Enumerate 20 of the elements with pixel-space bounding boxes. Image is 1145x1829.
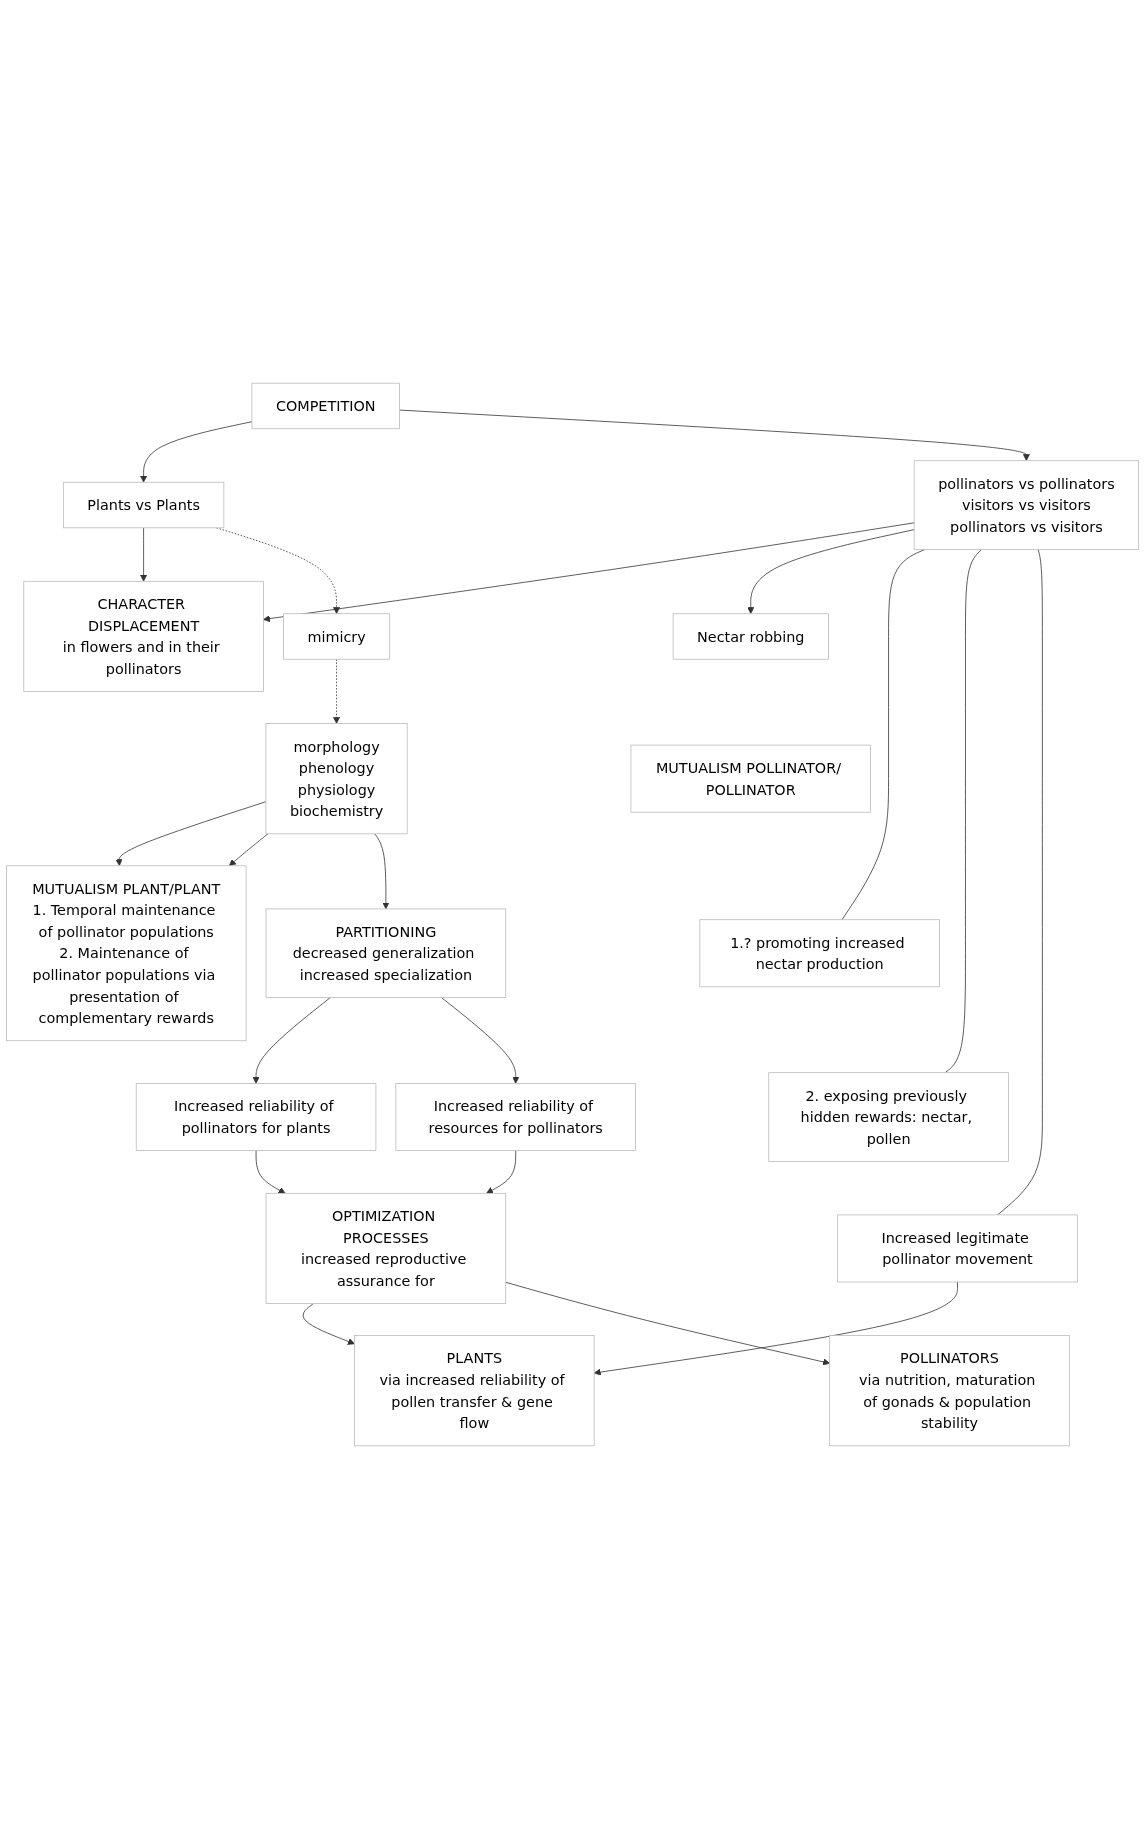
node-box: Plants vs Plants — [62, 481, 225, 529]
node-box: PLANTS via increased reliability of pollen transfer & gene flow — [354, 1335, 595, 1447]
node-box: 1.? promoting increased nectar production — [699, 919, 940, 988]
node-box: COMPETITION — [251, 382, 400, 430]
node-box: OPTIMIZATION PROCESSES increased reproductive assurance for — [265, 1192, 507, 1304]
node-box: mimicry — [283, 613, 391, 660]
node-box: Increased reliability of pollinators for plants — [135, 1083, 377, 1151]
node-box: Increased reliability of resources for pollinators — [395, 1083, 636, 1151]
node-box: PARTITIONING decreased generalization increased specialization — [265, 908, 507, 998]
connector — [944, 549, 982, 1074]
node-box: 2. exposing previously hidden rewards: nectar, pollen — [768, 1072, 1009, 1162]
node-box: POLLINATORS via nutrition, maturation of gonads & population stability — [829, 1335, 1070, 1447]
node-box: morphology phenology physiology biochemistry — [265, 723, 408, 835]
node-box: Nectar robbing — [672, 613, 829, 660]
node-box: Increased legitimate pollinator movement — [837, 1214, 1078, 1283]
node-box: MUTUALISM POLLINATOR/ POLLINATOR — [630, 744, 871, 813]
node-box: CHARACTER DISPLACEMENT in flowers and in their pollinators — [23, 580, 264, 692]
node-box: MUTUALISM PLANT/PLANT 1. Temporal maintenance of pollinator populations 2. Maintenance of pollinator populations via presentation of complementary rewards — [6, 865, 247, 1042]
node-box: pollinators vs pollinators visitors vs visitors pollinators vs visitors — [913, 460, 1139, 550]
connector — [997, 549, 1043, 1216]
